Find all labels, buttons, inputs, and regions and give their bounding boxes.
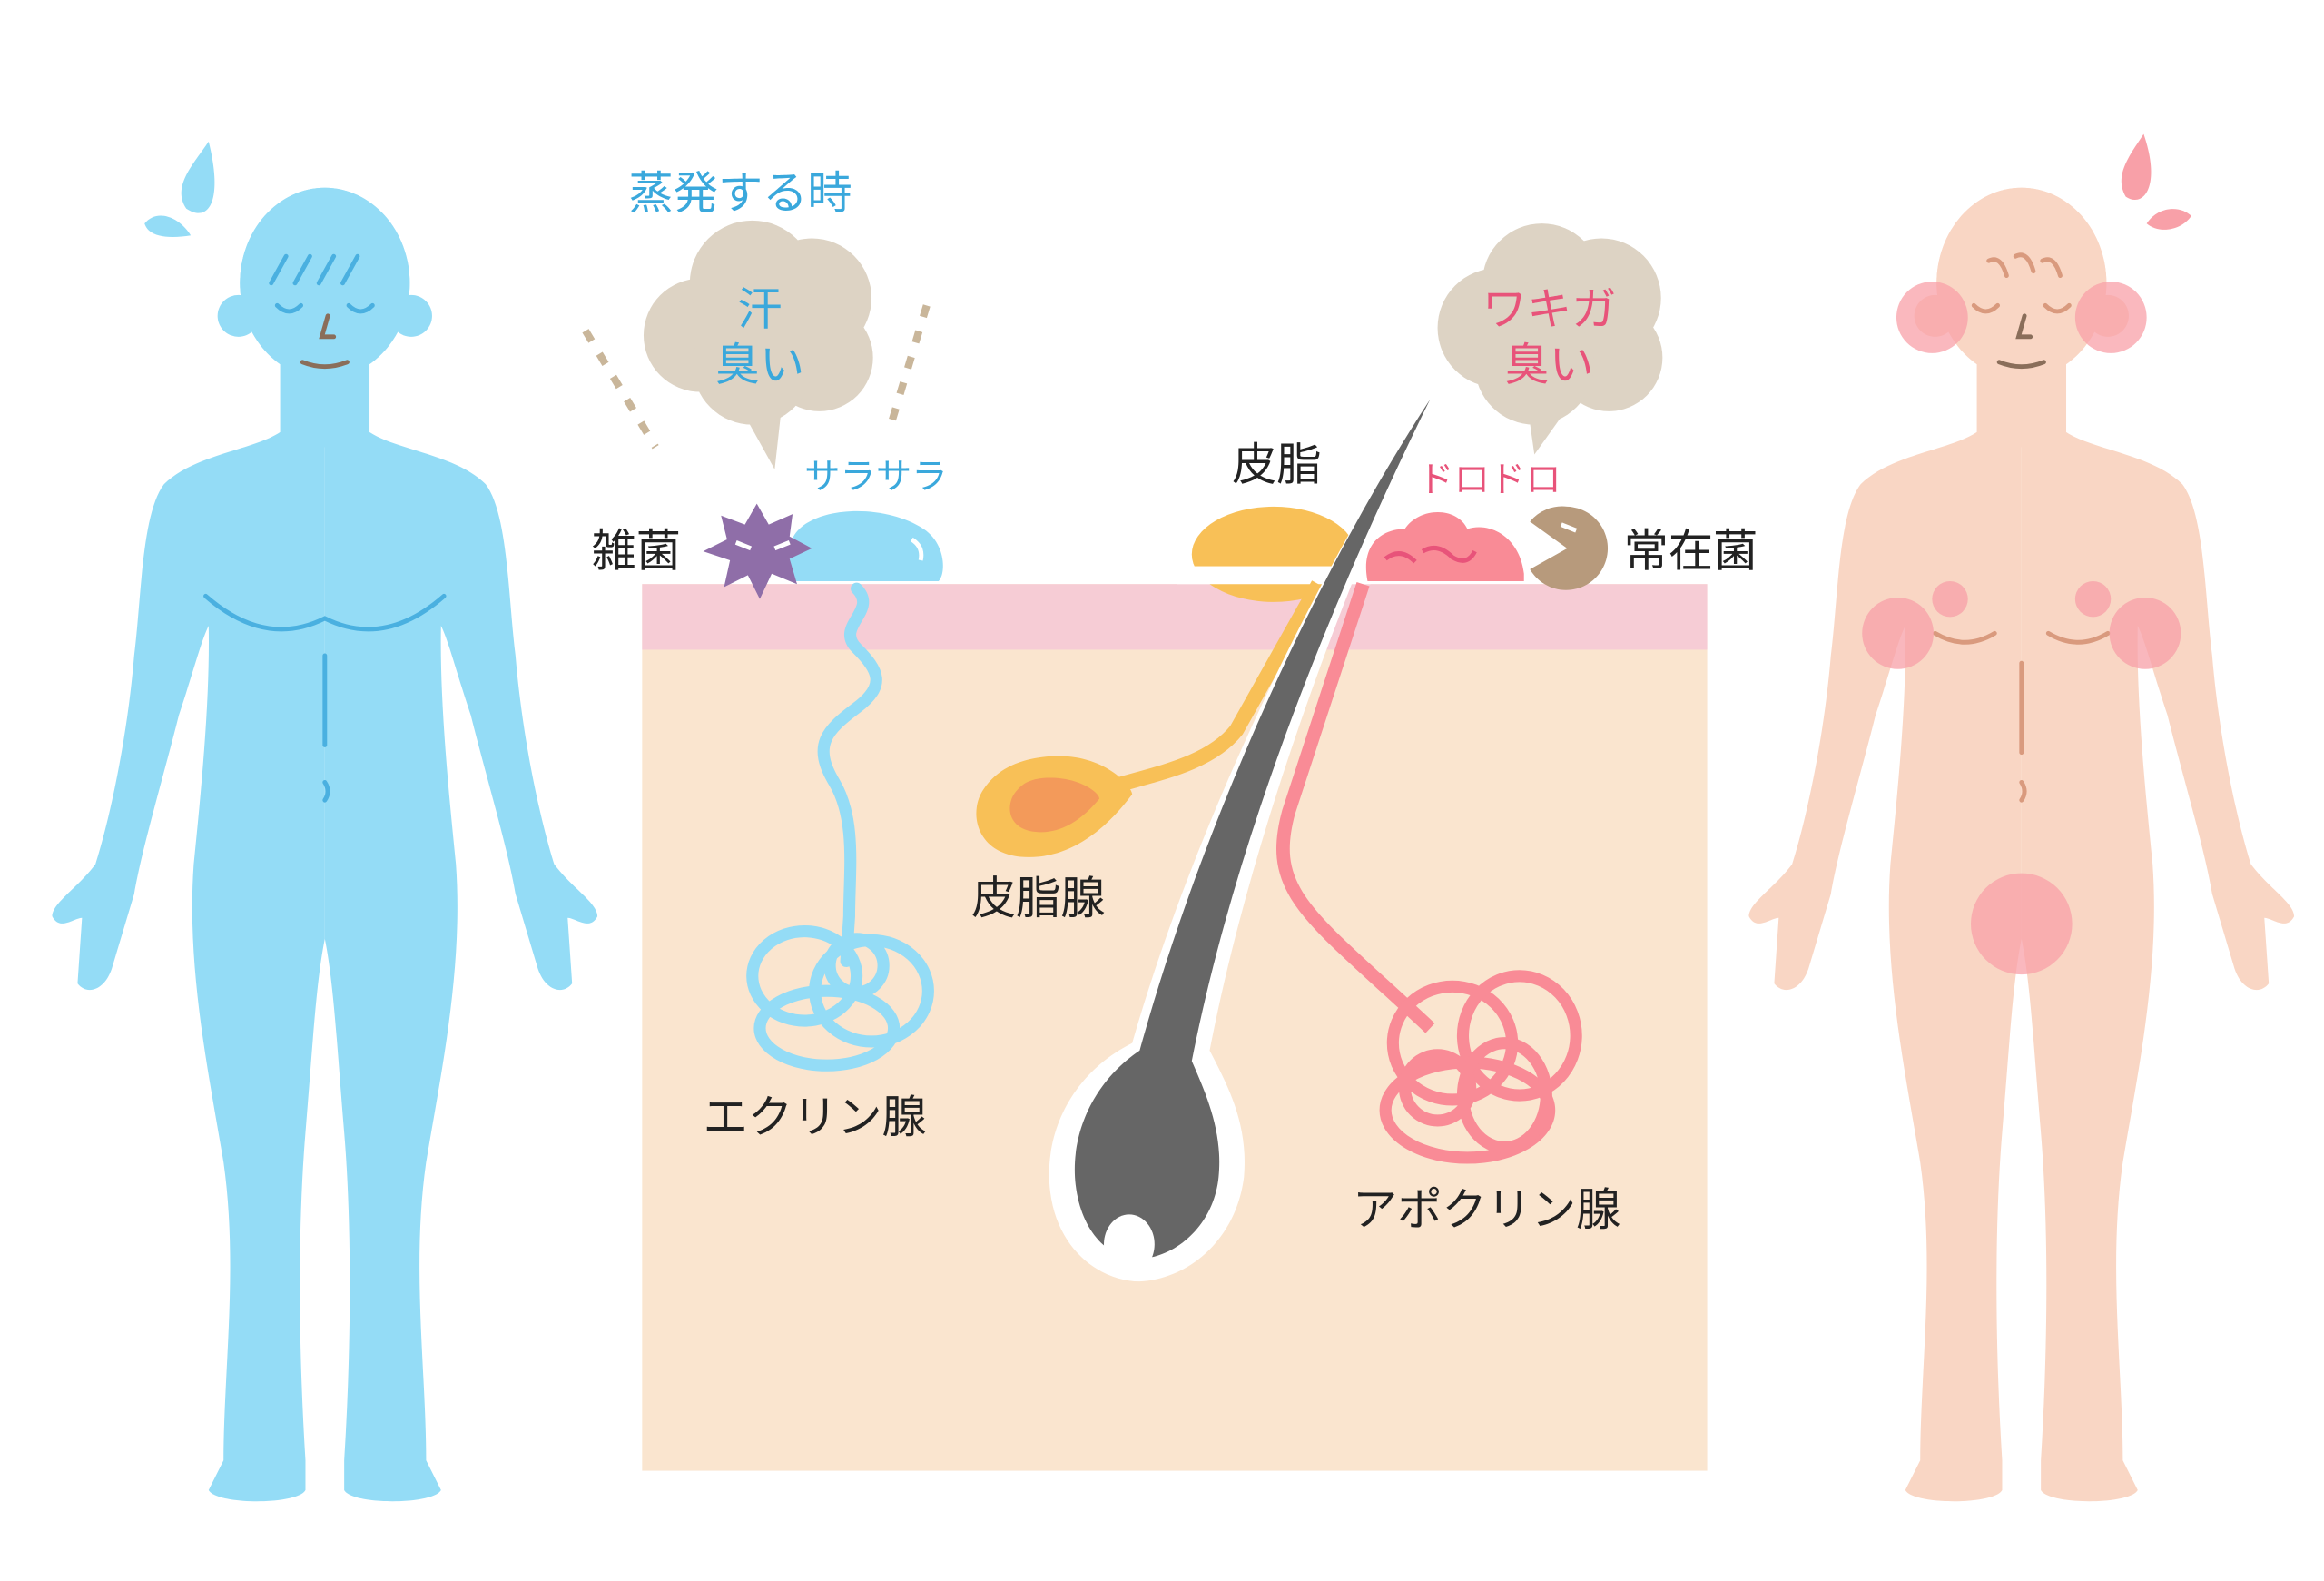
resident-bacteria-icon xyxy=(1530,506,1609,590)
cloud-wakiga-line2: 臭い xyxy=(1504,338,1593,390)
label-sebaceous-gland: 皮脂腺 xyxy=(971,872,1106,924)
cloud-wakiga-line1: ワキガ xyxy=(1482,283,1617,336)
wakiga-odor-cloud xyxy=(1437,223,1663,455)
apocrine-gland-coil xyxy=(1379,970,1582,1164)
cloud-sweat-line2: 臭い xyxy=(715,338,804,390)
sweat-odor-cloud xyxy=(643,220,873,469)
label-apocrine-gland: アポクリン腺 xyxy=(1353,1183,1620,1236)
evaporation-lines xyxy=(582,304,931,450)
label-sticky: ドロドロ xyxy=(1418,459,1561,500)
label-resident-bacteria: 常在菌 xyxy=(1624,525,1758,578)
sweat-drop-icon xyxy=(144,215,192,237)
eccrine-gland-duct xyxy=(746,582,934,1072)
label-sebum: 皮脂 xyxy=(1232,438,1321,490)
label-eccrine-gland: エクリン腺 xyxy=(704,1091,927,1143)
sweat-drop-icon xyxy=(181,141,215,213)
diagram-title: 蒸発する時 xyxy=(629,167,852,220)
female-body-figure xyxy=(1749,133,2295,1502)
male-face xyxy=(203,253,447,803)
sweat-droplet xyxy=(789,510,943,581)
epidermis-layer xyxy=(642,584,1708,650)
cloud-sweat-line1: 汗 xyxy=(737,283,782,336)
hair-strand xyxy=(1074,399,1431,1260)
apocrine-gland-duct xyxy=(1275,581,1435,1033)
male-body-figure xyxy=(53,141,598,1501)
label-germs: 雑菌 xyxy=(592,525,681,578)
odor-hotspots xyxy=(1862,282,2181,975)
apocrine-secretion xyxy=(1365,512,1524,581)
sweat-drop-icon xyxy=(2146,209,2191,230)
sweat-drop-icon xyxy=(2121,133,2152,201)
germ-icon xyxy=(703,503,812,599)
label-smooth: サラサラ xyxy=(804,456,948,498)
